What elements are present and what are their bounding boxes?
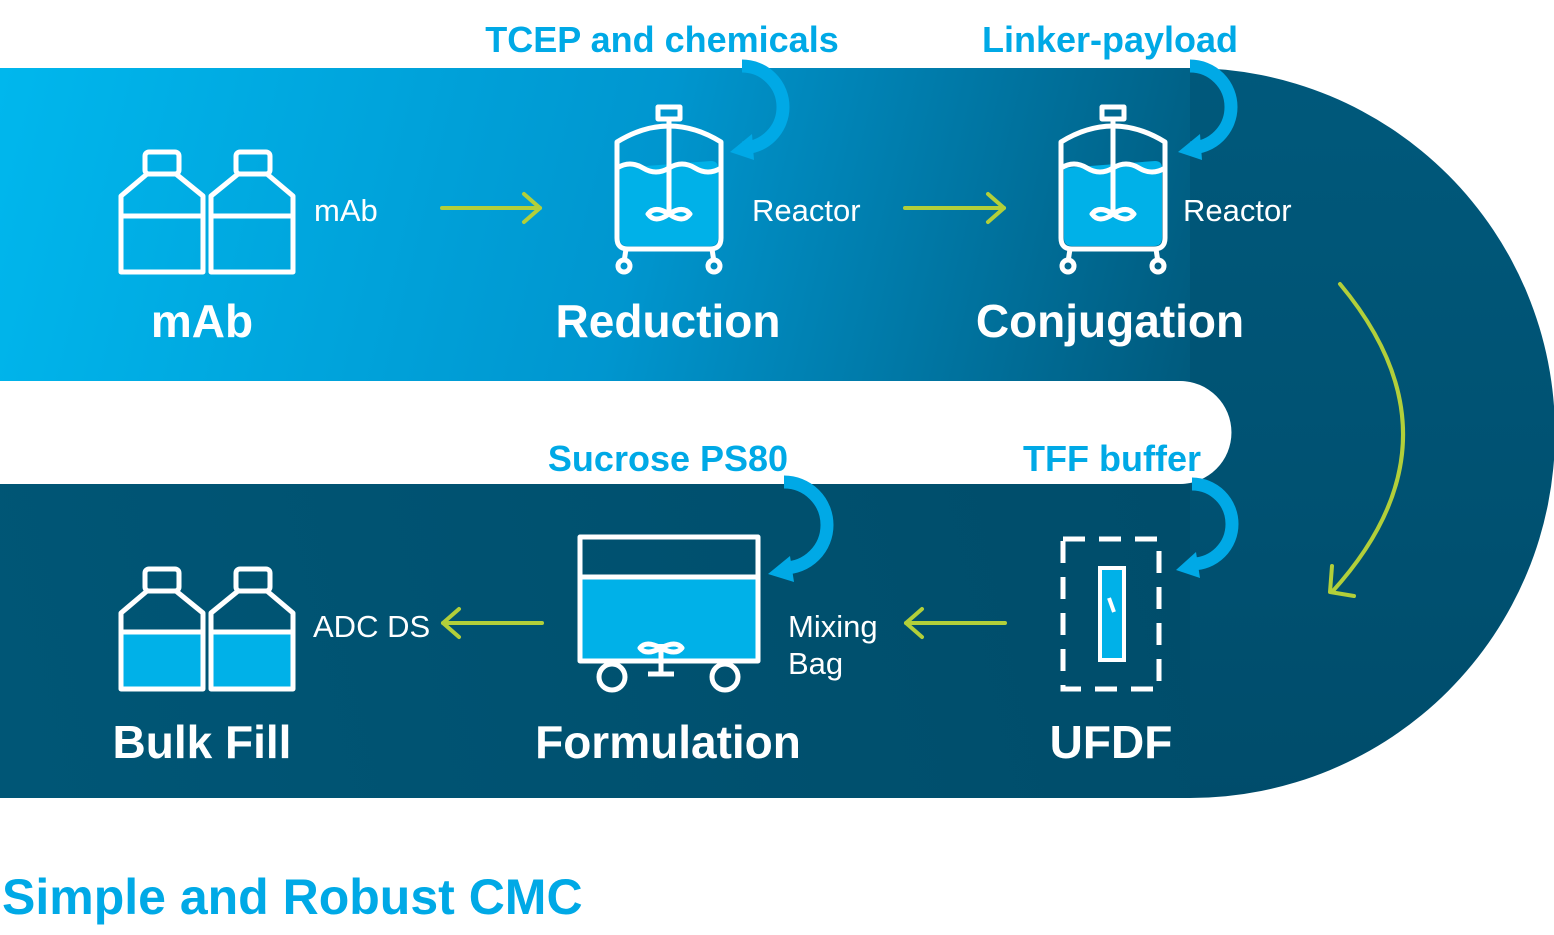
stage-formulation: Sucrose PS80 Mixing Bag Formulation	[535, 438, 877, 768]
filled-bottle-pair-icon	[118, 566, 296, 692]
input-curved-arrow-icon	[1178, 59, 1238, 160]
bulk-fill-equipment-label: ADC DS	[313, 609, 430, 644]
reduction-stage-title: Reduction	[556, 295, 781, 347]
stage-bulk-fill: ADC DS Bulk Fill	[113, 566, 430, 768]
flow-arrow-right-icon	[440, 192, 542, 224]
mixing-bag-icon	[577, 534, 761, 693]
bulk-fill-stage-title: Bulk Fill	[113, 716, 292, 768]
ufdf-input-label: TFF buffer	[1023, 438, 1201, 479]
formulation-input-label: Sucrose PS80	[548, 438, 788, 479]
tff-cassette-icon	[1060, 536, 1162, 692]
formulation-stage-title: Formulation	[535, 716, 801, 768]
conjugation-input-label: Linker-payload	[982, 19, 1238, 60]
conjugation-equipment-label: Reactor	[1183, 193, 1292, 228]
top-band	[0, 68, 1190, 381]
input-curved-arrow-icon	[1176, 477, 1239, 578]
reduction-input-label: TCEP and chemicals	[485, 19, 838, 60]
reactor-icon	[1058, 104, 1168, 275]
flow-arrow-curved-icon	[1328, 282, 1405, 598]
bottle-pair-icon	[118, 149, 296, 275]
conjugation-stage-title: Conjugation	[976, 295, 1244, 347]
formulation-equipment-label-line2: Bag	[788, 646, 843, 681]
page-title: Simple and Robust CMC	[2, 869, 583, 925]
mab-equipment-label: mAb	[314, 193, 378, 228]
reactor-icon	[614, 104, 724, 275]
formulation-equipment-label-line1: Mixing	[788, 609, 878, 644]
reduction-equipment-label: Reactor	[752, 193, 861, 228]
curve-band	[1175, 68, 1554, 798]
stage-reduction: TCEP and chemicals Reactor Reduction	[485, 19, 860, 347]
ufdf-stage-title: UFDF	[1050, 716, 1173, 768]
stage-conjugation: Linker-payload Reactor Conjugation	[976, 19, 1292, 347]
input-curved-arrow-icon	[768, 475, 834, 582]
flow-band	[0, 68, 1554, 798]
band-gap-cap	[0, 381, 1230, 484]
stage-mab: mAb mAb	[118, 149, 378, 347]
mab-stage-title: mAb	[151, 295, 253, 347]
flow-arrow-right-icon	[903, 192, 1006, 224]
flow-arrow-left-icon	[441, 607, 544, 639]
stage-ufdf: TFF buffer UFDF	[1023, 438, 1239, 768]
input-curved-arrow-icon	[730, 59, 790, 160]
flow-arrow-left-icon	[904, 607, 1007, 639]
